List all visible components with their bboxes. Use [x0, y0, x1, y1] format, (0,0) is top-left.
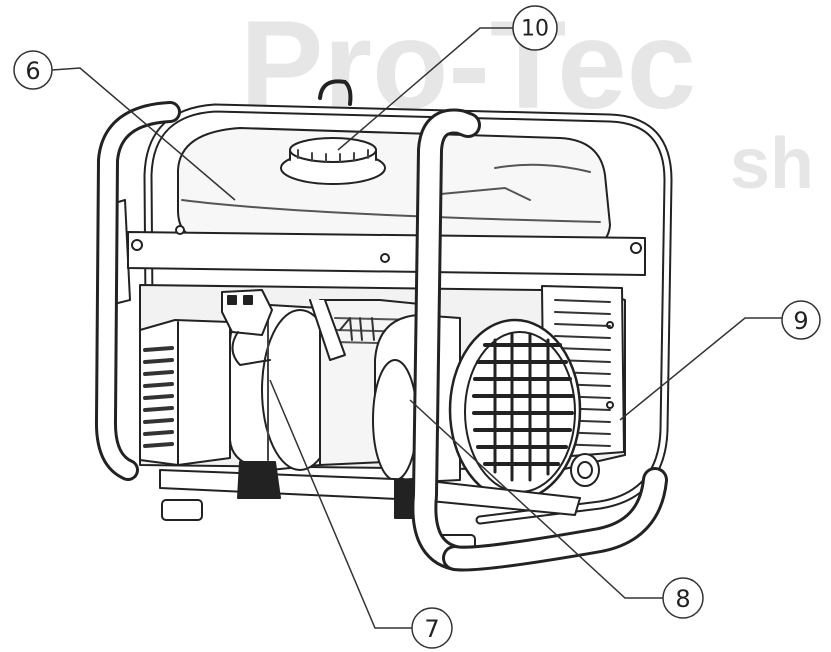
callout-10-circle [512, 5, 558, 51]
leader-6 [51, 67, 236, 201]
leader-8 [409, 399, 663, 599]
callout-6-circle [13, 50, 53, 90]
leader-10 [337, 27, 514, 151]
callout-7-label: 7 [424, 615, 439, 643]
end-cover-grille [448, 318, 582, 502]
rear-foot-left [161, 499, 203, 521]
mount-bolt-3 [380, 253, 390, 263]
callout-8-label: 8 [675, 585, 690, 613]
leader-9 [619, 317, 782, 421]
fuel-cap [289, 137, 377, 163]
mount-bolt-1 [131, 239, 143, 251]
leader-7 [269, 379, 412, 629]
lift-handle [318, 79, 353, 106]
callout-6-label: 6 [25, 57, 40, 85]
callout-7-circle [411, 607, 453, 649]
mount-foot-left [237, 461, 281, 499]
callout-9-label: 9 [793, 307, 808, 335]
leader-lines [51, 27, 782, 629]
mount-bolt-4 [630, 242, 642, 254]
air-filter [139, 319, 231, 466]
callout-10-label: 10 [521, 17, 549, 42]
outlet-knob [570, 453, 600, 487]
callout-8-circle [662, 577, 704, 619]
mount-bolt-2 [175, 225, 185, 235]
watermark-line2: sh [730, 124, 814, 204]
callout-9-circle [781, 300, 821, 340]
choke-control [221, 289, 273, 366]
